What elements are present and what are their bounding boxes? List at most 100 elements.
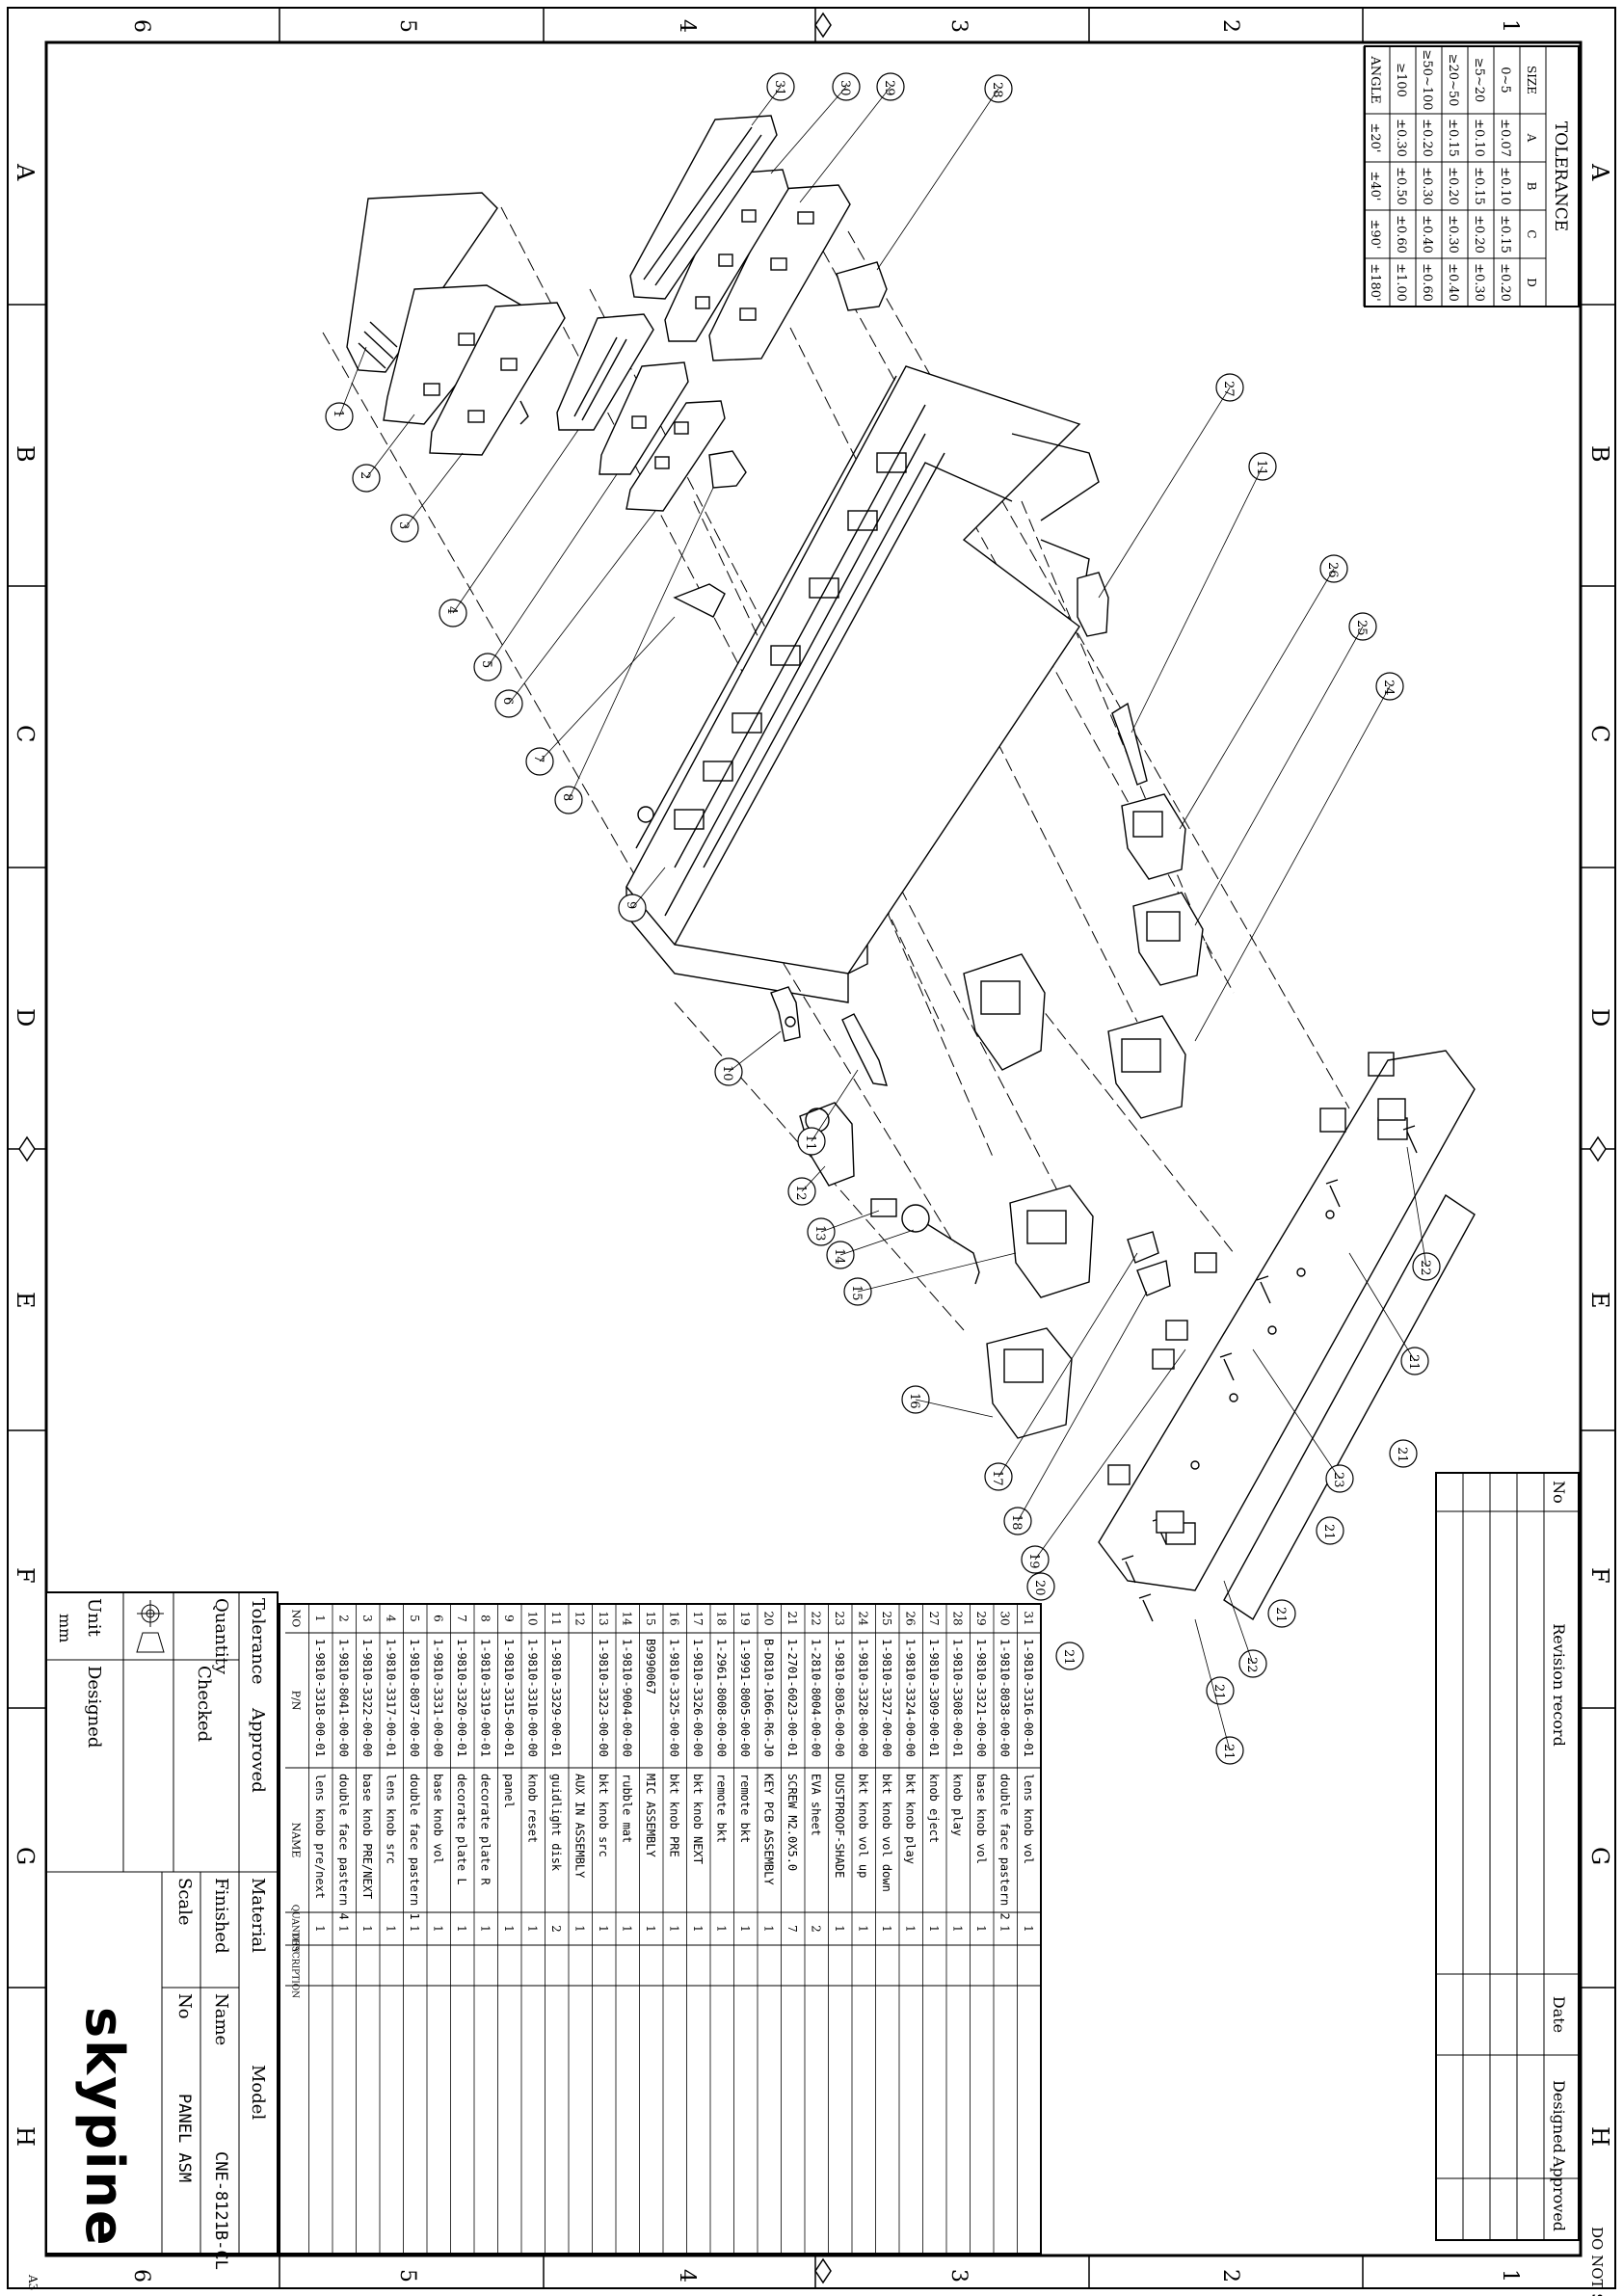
balloon-number: 21 [1321, 1524, 1336, 1540]
balloon-number: 7 [531, 755, 545, 762]
paper-size-corner: A3 [26, 2274, 40, 2290]
bom-cell-name: decorate plate L [455, 1774, 468, 1885]
bom-cell-no: 7 [455, 1615, 468, 1622]
leader-line [801, 1165, 826, 1192]
balloon-circle [1055, 1642, 1084, 1670]
tolerance-cell: ±20' [1368, 122, 1382, 152]
zone-number-bottom: 1 [1498, 2269, 1522, 2283]
tb-no: No [174, 1993, 195, 2019]
bom-cell-name: KEY PCB ASSEMBLY [762, 1774, 776, 1885]
zone-letter-left: B [12, 445, 39, 463]
bom-cell-no: 29 [974, 1611, 988, 1625]
tb-checked: Checked [194, 1666, 214, 1742]
leader-line [1223, 1580, 1254, 1665]
tolerance-cell: ≥5~20 [1472, 58, 1486, 103]
bom-cell-name: DUSTPROOF-SHADE [833, 1774, 846, 1878]
leader-line [631, 867, 666, 909]
bom-cell-pn: 1-9991-8005-00-00 [738, 1639, 752, 1757]
bom-cell-qty: 1 [479, 1925, 492, 1933]
tolerance-cell: ±0.15 [1446, 119, 1460, 157]
leader-line [568, 487, 714, 801]
bom-cell-no: 8 [479, 1615, 492, 1622]
bom-cell-pn: 1-9810-3321-00-00 [974, 1639, 988, 1757]
leader-line [1017, 1291, 1148, 1522]
bom-cell-name: bkt knob PRE [668, 1774, 681, 1857]
zone-number-top: 1 [1498, 19, 1522, 33]
bom-cell-pn: 1-9810-3329-00-01 [549, 1639, 563, 1757]
leader-line [915, 1399, 994, 1418]
bom-header-desc: DESCRIPTION [290, 1933, 300, 1998]
bom-cell-name: lens knob src [385, 1774, 398, 1864]
bom-cell-qty: 1 [927, 1925, 941, 1933]
bom-header-pn: P/N [290, 1691, 303, 1711]
bom-cell-name: bkt knob NEXT [691, 1774, 705, 1864]
balloon-number: 15 [849, 1285, 864, 1301]
bom-cell-pn: 1-9810-3319-00-01 [479, 1639, 492, 1757]
bom-cell-name: bkt knob vol down [880, 1774, 893, 1892]
tolerance-cell: ±0.20 [1446, 167, 1460, 205]
bom-cell-name: base knob vol [974, 1774, 988, 1864]
tolerance-header: D [1525, 278, 1538, 287]
tolerance-cell: ±0.15 [1498, 215, 1512, 254]
bom-cell-name: bkt knob src [597, 1774, 610, 1857]
tolerance-table: TOLERANCE SIZEABCD0~5±0.07±0.10±0.15±0.2… [1363, 45, 1580, 307]
bom-cell-qty: 1 [951, 1925, 965, 1933]
zone-number-bottom: 2 [1218, 2269, 1242, 2283]
bom-cell-no: 5 [408, 1615, 421, 1622]
tolerance-cell: ≥50~100 [1420, 49, 1434, 110]
bom-cell-no: 17 [691, 1611, 705, 1625]
balloon-number: 2 [358, 471, 372, 479]
leader-line [799, 86, 891, 203]
zone-letter-right: A [1586, 163, 1613, 181]
leader-line [338, 346, 367, 417]
rev-no-header: No [1550, 1481, 1568, 1504]
balloon-number: 18 [1009, 1514, 1024, 1531]
balloon-circle [1267, 1599, 1296, 1628]
balloon-number: 21 [1395, 1447, 1409, 1463]
bom-cell-name: AUX IN ASSEMBLY [573, 1774, 587, 1879]
bom-cell-pn: 1-9810-8036-00-00 [833, 1639, 846, 1757]
leader-line [857, 1252, 1017, 1293]
zone-ticks [8, 8, 1615, 2288]
bom-cell-no: 21 [785, 1611, 799, 1625]
bom-cell-qty: 1 [408, 1925, 421, 1933]
bom-cell-no: 9 [502, 1615, 516, 1622]
tolerance-cell: ±0.60 [1420, 263, 1434, 302]
leader-line [1034, 1348, 1186, 1561]
tolerance-cell: ±0.10 [1472, 119, 1486, 157]
tolerance-cell: ±0.20 [1420, 119, 1434, 157]
bom-cell-qty: 1 [762, 1925, 776, 1933]
bom-cell-no: 2 [337, 1615, 351, 1622]
bom-cell-pn: 1-9810-3327-00-00 [880, 1639, 893, 1757]
leader-line [365, 414, 415, 479]
bom-cell-no: 26 [904, 1611, 918, 1625]
tb-model-value: CNE-8121B-CL [211, 2151, 230, 2270]
balloon-number: 23 [1331, 1472, 1345, 1488]
bom-cell-no: 22 [810, 1611, 823, 1625]
bom-cell-pn: 1-9810-3310-00-00 [526, 1639, 540, 1757]
leader-line [1252, 1348, 1341, 1480]
bom-cell-name: panel [502, 1774, 516, 1808]
bom-cell-qty: 1 [573, 1925, 587, 1933]
leader-line [728, 1030, 782, 1073]
bom-cell-no: 10 [526, 1611, 540, 1625]
tb-name: Name [211, 1993, 231, 2045]
tb-name-value: PANEL ASM [174, 2094, 194, 2182]
svg-text:DO NOT SCALE: DO NOT SCALE [1588, 2227, 1606, 2296]
zone-number-bottom: 3 [946, 2269, 971, 2283]
bom-cell-qty: 1 [313, 1925, 327, 1933]
bom-header-name: NAME [290, 1823, 303, 1858]
balloon-number: 10 [720, 1065, 734, 1081]
bom-cell-no: 19 [738, 1611, 752, 1625]
tb-designed: Designed [84, 1666, 104, 1748]
bom-cell-qty: 1 [597, 1925, 610, 1933]
zone-number-bottom: 4 [675, 2269, 699, 2283]
bom-cell-qty: 1 [974, 1925, 988, 1933]
bom-cell-no: 12 [573, 1611, 587, 1625]
outer-border [7, 7, 1616, 2289]
screws [1121, 1125, 1418, 1622]
bom-cell-pn: B9990067 [644, 1639, 657, 1695]
bom-cell-name: rubble mat [621, 1774, 634, 1843]
tb-finished: Finished [211, 1878, 231, 1954]
tolerance-cell: ±0.60 [1394, 215, 1408, 254]
